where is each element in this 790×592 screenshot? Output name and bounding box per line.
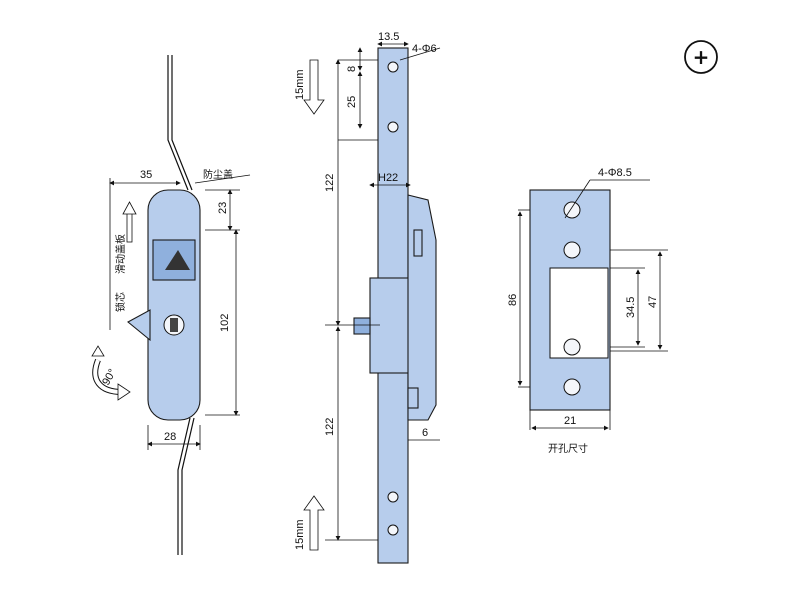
plus-symbol: + bbox=[693, 45, 710, 69]
dim-25: 25 bbox=[346, 96, 358, 108]
label-cutout-size: 开孔尺寸 bbox=[548, 442, 588, 455]
dim-86: 86 bbox=[507, 294, 519, 306]
dim-34-5: 34.5 bbox=[625, 297, 637, 318]
dim-122-bottom: 122 bbox=[324, 418, 336, 436]
dim-35: 35 bbox=[140, 169, 152, 181]
dim-28: 28 bbox=[164, 431, 176, 443]
label-lock-core: 锁芯 bbox=[114, 292, 127, 312]
rotate-arrow-icon bbox=[117, 383, 131, 401]
dim-15mm-bottom: 15mm bbox=[294, 519, 306, 550]
label-dust-cover: 防尘盖 bbox=[203, 168, 233, 181]
dim-122-top: 122 bbox=[324, 174, 336, 192]
handle-profile bbox=[407, 194, 437, 421]
front-view bbox=[91, 55, 251, 555]
label-sliding-cover: 滑动盖板 bbox=[114, 234, 127, 274]
dim-15mm-top: 15mm bbox=[294, 69, 306, 100]
latch-stub bbox=[353, 317, 371, 335]
plus-circle-icon[interactable]: + bbox=[684, 40, 718, 74]
arrow-up-icon bbox=[165, 250, 190, 270]
side-view bbox=[303, 41, 441, 564]
latch-tongue bbox=[127, 309, 151, 342]
handle-body bbox=[147, 189, 201, 421]
dim-13-5: 13.5 bbox=[378, 31, 399, 43]
dim-47: 47 bbox=[647, 296, 659, 308]
dim-102: 102 bbox=[219, 314, 231, 332]
dim-8: 8 bbox=[346, 66, 358, 72]
dim-6: 6 bbox=[422, 427, 428, 439]
dim-21: 21 bbox=[564, 415, 576, 427]
label-holes-6: 4-Φ6 bbox=[412, 43, 437, 55]
dim-23: 23 bbox=[217, 202, 229, 214]
cutout-view bbox=[517, 179, 668, 431]
dim-h22: H22 bbox=[378, 172, 398, 184]
label-holes-8-5: 4-Φ8.5 bbox=[598, 167, 632, 179]
